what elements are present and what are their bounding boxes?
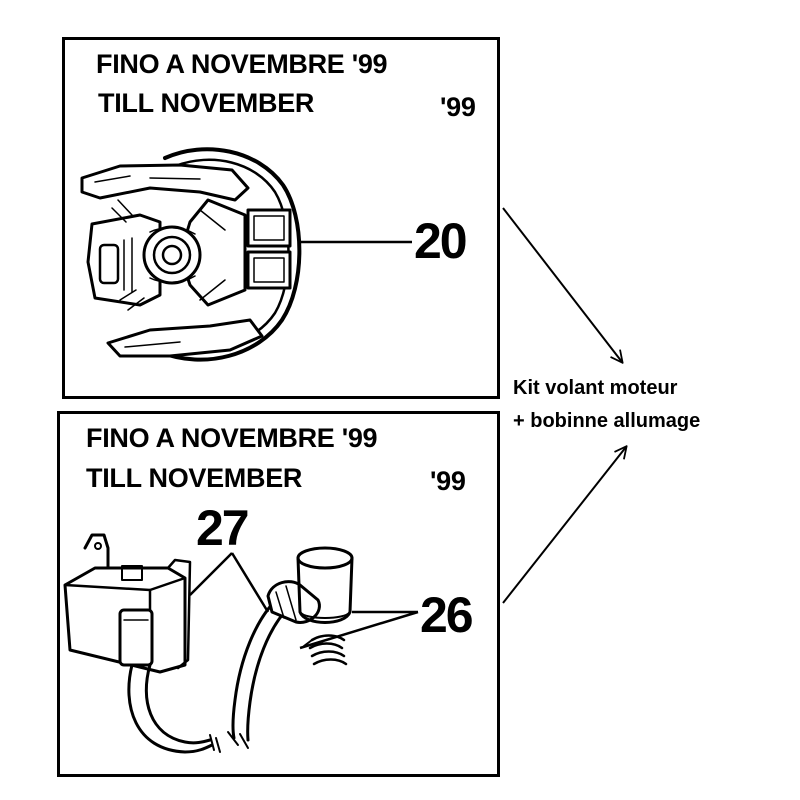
plug-cap-illustration	[227, 546, 354, 749]
leader-line-26	[299, 610, 419, 650]
kit-label-line2: + bobinne allumage	[513, 410, 701, 432]
top-caption-english-year: '99	[440, 92, 476, 122]
top-caption-italian: FINO A NOVEMBRE '99	[96, 49, 388, 79]
kit-label-line1: Kit volant moteur	[513, 377, 678, 399]
callout-20: 20	[414, 213, 468, 269]
ignition-coil-illustration	[63, 533, 221, 754]
callout-27: 27	[196, 500, 250, 556]
arrow-from-part-26	[502, 447, 626, 604]
bottom-caption-english: TILL NOVEMBER	[86, 463, 303, 493]
callout-26: 26	[420, 587, 474, 643]
leader-line-27	[189, 552, 270, 613]
arrow-from-part-20	[502, 207, 622, 362]
flywheel-illustration	[80, 147, 302, 362]
top-caption-english: TILL NOVEMBER	[98, 88, 315, 118]
bottom-caption-english-year: '99	[430, 466, 466, 496]
bottom-caption-italian: FINO A NOVEMBRE '99	[86, 423, 378, 453]
